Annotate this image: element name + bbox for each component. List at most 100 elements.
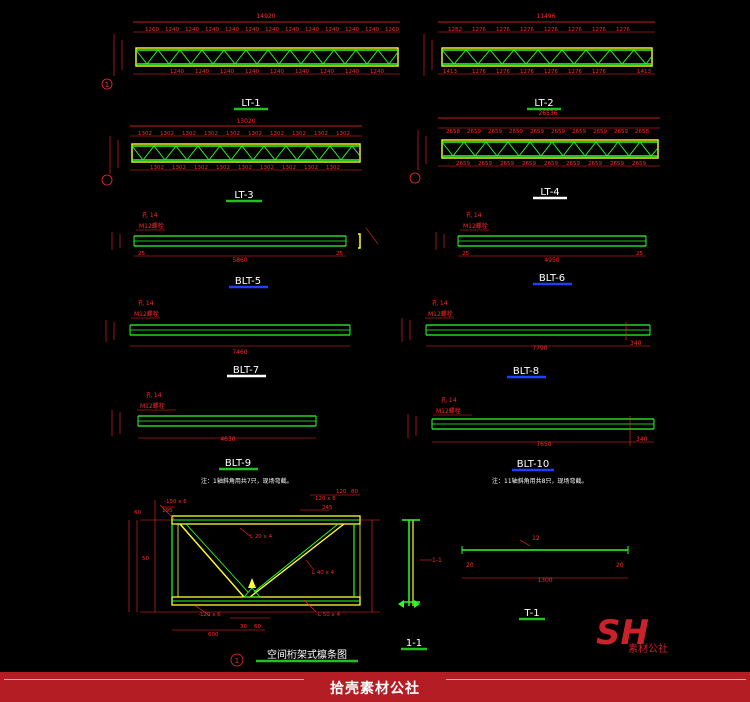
svg-text:M12螺栓: M12螺栓 [140,402,165,410]
svg-text:L 20 x 4: L 20 x 4 [250,534,273,540]
svg-text:1302: 1302 [194,165,208,171]
svg-text:2659: 2659 [509,129,523,135]
svg-text:素材公社: 素材公社 [628,642,668,655]
svg-text:25: 25 [138,251,145,257]
svg-text:1276: 1276 [520,69,534,75]
svg-text:-150 x 6: -150 x 6 [164,499,187,505]
blt5-title: BLT-5 [235,276,261,287]
svg-text:1276: 1276 [544,27,558,33]
footer-text: 拾壳素材公社 [330,681,420,697]
svg-text:1276: 1276 [496,27,510,33]
svg-text:-120 x 6: -120 x 6 [313,496,336,502]
lt1-total-dim: 14920 [256,13,275,20]
tie-t1: 12 20 1300 20 T-1 [461,535,629,621]
svg-text:1240: 1240 [195,69,209,75]
section-1-1-title: 1-1 [406,638,422,649]
svg-text:1276: 1276 [616,27,630,33]
t1-title: T-1 [523,608,539,619]
svg-text:孔 14: 孔 14 [146,391,162,399]
truss-lt4: 26536 2658 2659 2659 2659 2659 2659 2659… [409,110,660,200]
blt7-title: BLT-7 [233,365,259,376]
svg-text:1240: 1240 [205,27,219,33]
svg-text:1: 1 [235,657,239,665]
svg-text:2659: 2659 [500,161,514,167]
svg-text:1302: 1302 [282,165,296,171]
svg-text:M12螺栓: M12螺栓 [436,407,461,415]
svg-text:孔 14: 孔 14 [466,211,482,219]
space-truss-labels: -150 x 6 195 -120 x 6 245 120 80 L 20 x … [134,489,358,638]
svg-text:2659: 2659 [478,161,492,167]
footer-rule-left [4,679,304,680]
svg-text:20: 20 [616,562,624,569]
svg-text:1302: 1302 [292,131,306,137]
truss-lt1: 14920 1260 1240 1240 1240 1240 1240 1240… [101,13,400,111]
svg-text:1276: 1276 [568,27,582,33]
svg-text:1276: 1276 [592,69,606,75]
blt8-title: BLT-8 [513,366,539,377]
svg-text:1240: 1240 [165,27,179,33]
svg-text:2659: 2659 [610,161,624,167]
svg-text:2659: 2659 [588,161,602,167]
svg-text:1240: 1240 [325,27,339,33]
svg-text:2659: 2659 [488,129,502,135]
lt2-panel-dims-top: 1282 1276 1276 1276 1276 1276 1276 1276 [448,27,630,33]
svg-text:25: 25 [636,251,643,257]
svg-text:1240: 1240 [245,27,259,33]
space-truss-mark [230,653,244,667]
svg-text:1: 1 [105,81,109,89]
svg-text:1302: 1302 [326,165,340,171]
svg-text:1302: 1302 [172,165,186,171]
svg-text:2659: 2659 [530,129,544,135]
svg-text:25: 25 [336,251,343,257]
blt10-title: BLT-10 [517,459,550,470]
truss-lt2: 11496 1282 1276 1276 1276 1276 1276 1276… [423,13,655,111]
blt9-note: 注：1轴斜角用共7只，现场弯截。 [201,477,293,485]
svg-text:1240: 1240 [345,69,359,75]
svg-text:1302: 1302 [260,165,274,171]
svg-text:1276: 1276 [472,27,486,33]
svg-text:1260: 1260 [385,27,399,33]
svg-text:30: 30 [240,624,247,630]
svg-text:M12螺栓: M12螺栓 [139,222,164,230]
svg-text:孔 14: 孔 14 [441,396,457,404]
lt4-title: LT-4 [540,187,559,198]
svg-text:245: 245 [322,505,333,511]
svg-text:1276: 1276 [472,69,486,75]
lt4-panel-dims-bottom: 2659 2659 2659 2659 2659 2659 2659 2659 … [456,161,646,167]
svg-text:4630: 4630 [220,436,235,443]
lt1-panel-dims-top: 1260 1240 1240 1240 1240 1240 1240 1240 … [145,27,399,33]
lt4-total-dim: 26536 [538,110,557,117]
svg-text:340: 340 [636,436,648,443]
svg-text:1240: 1240 [295,69,309,75]
svg-text:4950: 4950 [544,257,559,264]
svg-text:1300: 1300 [537,577,552,584]
footer-banner: 拾壳素材公社 [0,672,750,702]
svg-text:孔 14: 孔 14 [432,299,448,307]
svg-text:1276: 1276 [520,27,534,33]
svg-text:1302: 1302 [216,165,230,171]
blt10-note: 注：11轴斜角用共8只，现场弯截。 [492,477,587,485]
truss-lt3: 13020 1302 1302 1302 1302 1302 1302 1302… [101,118,362,203]
bar-blt5: 孔 14 M12螺栓 25 5860 25 BLT-5 [111,211,379,289]
bar-blt6: 孔 14 M12螺栓 25 4950 25 BLT-6 [435,211,647,286]
svg-text:12: 12 [532,535,540,542]
svg-text:60: 60 [254,624,261,630]
svg-text:1240: 1240 [370,69,384,75]
svg-text:60: 60 [134,510,141,516]
space-truss-title: 空间桁架式檩条图 [267,648,347,661]
svg-text:5860: 5860 [232,257,247,264]
svg-text:2658: 2658 [635,129,649,135]
lt3-panel-dims-top: 1302 1302 1302 1302 1302 1302 1302 1302 … [138,131,350,137]
svg-text:340: 340 [630,340,642,347]
svg-text:2659: 2659 [632,161,646,167]
svg-text:2659: 2659 [456,161,470,167]
svg-text:1302: 1302 [248,131,262,137]
svg-text:孔 14: 孔 14 [138,299,154,307]
svg-text:20: 20 [466,562,474,569]
section-1-1: 1-1 1-1 [398,519,442,651]
svg-text:1302: 1302 [160,131,174,137]
space-truss-purlin: -150 x 6 195 -120 x 6 245 120 80 L 20 x … [128,489,380,667]
svg-text:2658: 2658 [446,129,460,135]
svg-text:L 50 x 4: L 50 x 4 [318,612,341,618]
lt3-total-dim: 13020 [236,118,255,125]
